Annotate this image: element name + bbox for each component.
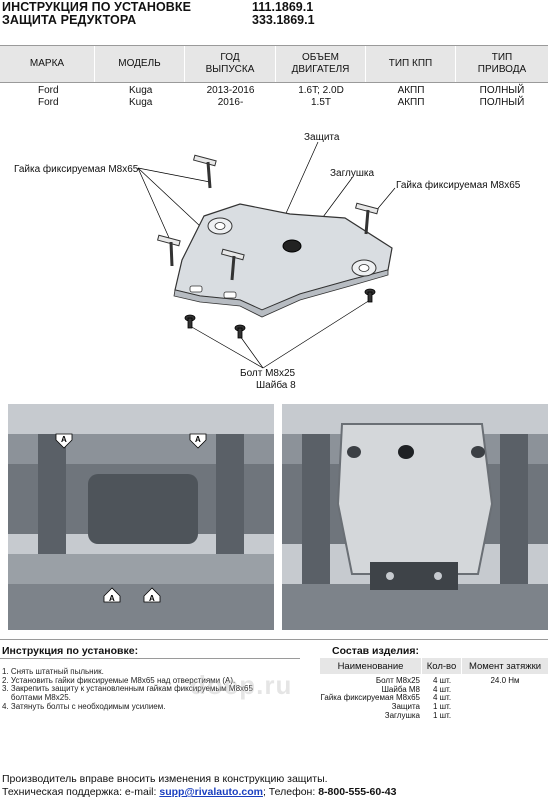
table-cell: 1 шт.	[432, 710, 452, 720]
table-cell: Kuga	[129, 97, 153, 108]
table-cell: Ford	[38, 97, 59, 108]
table-row: Защита 1 шт.	[320, 702, 548, 712]
list-item: болтами М8х25.	[2, 693, 71, 703]
divider	[0, 639, 548, 640]
watermark: doep.ru	[190, 670, 293, 700]
article-code-2: 333.1869.1	[252, 13, 315, 27]
marker-label: A	[109, 594, 115, 603]
table-cell: Kuga	[129, 85, 153, 96]
table-row: Болт М8х25 4 шт. 24.0 Нм	[320, 676, 548, 686]
footer: Производитель вправе вносить изменения в…	[2, 773, 546, 799]
label-nut-right: Гайка фиксируемая М8х65	[396, 180, 521, 191]
table-cell	[462, 712, 548, 721]
underbody-photo-left: A A A A	[8, 404, 274, 630]
support-prefix: Техническая поддержка: e-mail:	[2, 786, 160, 798]
table-cell: Ford	[38, 85, 59, 96]
components-table-body: Болт М8х25 4 шт. 24.0 Нм Шайба М8 4 шт. …	[320, 676, 548, 721]
marker-label: A	[61, 435, 67, 444]
table-row: Заглушка 1 шт.	[320, 710, 548, 721]
table-cell	[462, 703, 548, 712]
table-cell: АКПП	[397, 85, 425, 96]
header-cell-engine: ОБЪЕМ ДВИГАТЕЛЯ	[276, 46, 366, 82]
article-code-1: 111.1869.1	[252, 0, 314, 14]
title-line-2: ЗАЩИТА РЕДУКТОРА	[2, 13, 137, 27]
table-cell	[462, 694, 548, 703]
table-row: Ford Kuga 2016- 1.5T АКПП ПОЛНЫЙ	[0, 97, 548, 109]
header-cell-torque: Момент затяжки	[468, 660, 542, 672]
table-cell: АКПП	[397, 97, 425, 108]
header-cell-qty: Кол-во	[422, 658, 462, 674]
instruction-steps: 1. Снять штатный пыльник. 2. Установить …	[2, 667, 312, 712]
header-cell-brand: МАРКА	[0, 46, 95, 82]
header-cell-year: ГОД ВЫПУСКА	[185, 46, 276, 82]
support-line: Техническая поддержка: e-mail: supp@riva…	[2, 786, 546, 799]
phone-prefix: ; Телефон:	[262, 786, 319, 798]
photo-after-install	[282, 404, 548, 630]
components-table-header: Наименование Кол-во Момент затяжки	[320, 658, 548, 674]
assembly-illustration	[137, 141, 396, 369]
table-cell: 2013-2016	[206, 85, 255, 96]
table-cell: Гайка фиксируемая М8х65	[320, 693, 421, 703]
label-bolt: Болт М8х25	[240, 368, 296, 379]
title-line-1: ИНСТРУКЦИЯ ПО УСТАНОВКЕ	[2, 0, 192, 14]
table-cell: 1.6T; 2.0D	[298, 85, 344, 96]
table-row: Ford Kuga 2013-2016 1.6T; 2.0D АКПП ПОЛН…	[0, 85, 548, 97]
table-row: Гайка фиксируемая М8х65 4 шт.	[320, 694, 548, 703]
list-item: 3. Закрепить защиту к установленным гайк…	[2, 684, 253, 694]
table-cell	[462, 686, 548, 695]
table-cell: 4 шт.	[432, 676, 452, 685]
list-item: 4. Затянуть болты с необходимым усилием.	[2, 701, 166, 711]
drain-plug	[282, 239, 302, 253]
table-row: Шайба М8 4 шт.	[320, 684, 548, 695]
header-cell-model: МОДЕЛЬ	[95, 46, 185, 82]
table-cell: 1.5T	[310, 97, 331, 108]
header-cell-name: Наименование	[320, 658, 422, 674]
table-cell: 4 шт.	[432, 684, 452, 694]
underbody-photo-right	[282, 404, 548, 630]
label-protection: Защита	[304, 132, 340, 143]
table-cell: 4 шт.	[432, 693, 452, 703]
table-cell: 2016-	[217, 97, 244, 108]
vehicle-spec-table: МАРКА МОДЕЛЬ ГОД ВЫПУСКА ОБЪЕМ ДВИГАТЕЛЯ…	[0, 45, 548, 109]
table-cell: Шайба М8	[381, 684, 420, 694]
label-plug: Заглушка	[330, 168, 375, 179]
label-nut-left: Гайка фиксируемая М8х65	[14, 164, 139, 175]
instructions-title: Инструкция по установке:	[2, 645, 139, 657]
label-washer: Шайба 8	[256, 380, 296, 391]
marker-label: A	[149, 594, 155, 603]
table-cell: 24.0 Нм	[490, 676, 520, 685]
document-header: ИНСТРУКЦИЯ ПО УСТАНОВКЕ ЗАЩИТА РЕДУКТОРА…	[0, 0, 548, 32]
table-cell: Заглушка	[384, 710, 420, 720]
skid-plate	[174, 203, 393, 311]
exploded-assembly-diagram: Защита Заглушка Гайка фиксируемая М8х65 …	[0, 120, 548, 400]
table-cell: ПОЛНЫЙ	[479, 97, 525, 108]
support-phone: 8-800-555-60-43	[318, 786, 397, 798]
marker-a-callouts	[55, 433, 207, 603]
table-cell: ПОЛНЫЙ	[479, 85, 525, 96]
header-cell-gearbox: ТИП КПП	[366, 46, 456, 82]
divider	[0, 658, 300, 659]
photo-before-install: A A A A	[8, 404, 274, 630]
list-item: 1. Снять штатный пыльник.	[2, 667, 104, 676]
header-cell-drive: ТИП ПРИВОДА	[477, 52, 527, 75]
table-cell: Болт М8х25	[375, 676, 420, 685]
disclaimer-text: Производитель вправе вносить изменения в…	[2, 773, 328, 785]
components-title: Состав изделия:	[332, 645, 419, 657]
marker-label: A	[195, 435, 201, 444]
support-email-link[interactable]: supp@rivalauto.com	[159, 786, 263, 798]
list-item: 2. Установить гайки фиксируемые М8х65 на…	[2, 675, 236, 685]
table-cell: 1 шт.	[432, 702, 452, 712]
table-cell: Защита	[391, 702, 420, 712]
spec-table-header: МАРКА МОДЕЛЬ ГОД ВЫПУСКА ОБЪЕМ ДВИГАТЕЛЯ…	[0, 45, 548, 83]
